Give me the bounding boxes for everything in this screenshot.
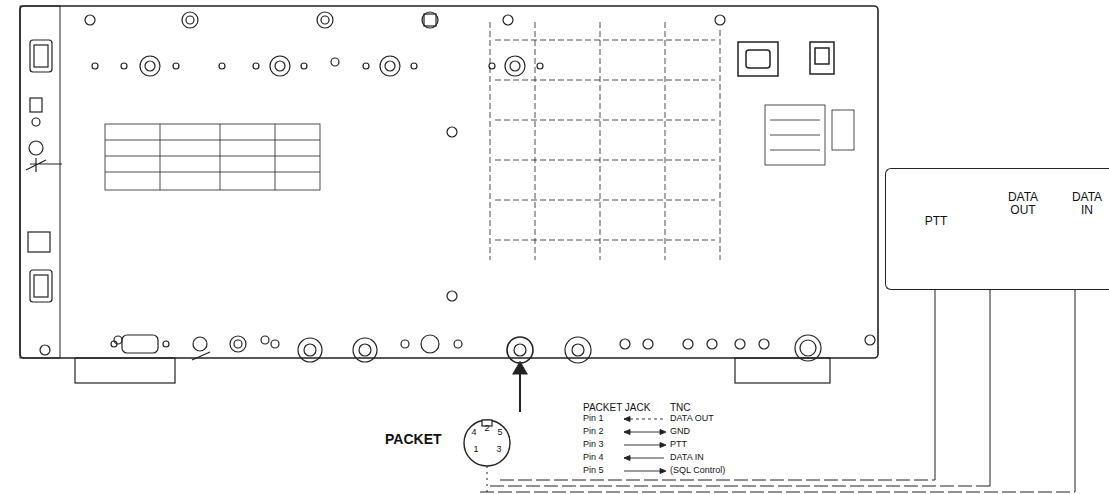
panel-outline — [20, 6, 878, 358]
left-connectors — [26, 40, 62, 302]
cables — [480, 259, 1083, 494]
jack-label: DATA OUT — [1001, 191, 1045, 217]
jack-label: DATA IN — [1067, 191, 1107, 217]
part-label: PACKET — [385, 432, 442, 447]
pin-number: 2 — [484, 424, 489, 434]
signal-name: (SQL Control) — [670, 466, 725, 476]
jack-label: PTT — [925, 215, 948, 228]
pin-number: 4 — [471, 428, 476, 438]
screws — [40, 15, 875, 355]
pointer-arrow — [513, 362, 527, 412]
bottom-connectors — [111, 335, 821, 363]
din-jack — [464, 420, 510, 466]
pin-name: Pin 3 — [583, 440, 604, 450]
foot — [735, 358, 830, 383]
signal-name: GND — [670, 427, 690, 437]
pin-name: Pin 5 — [583, 466, 604, 476]
tnc-box: PTT DATA OUT DATA IN — [885, 168, 1109, 290]
pin-name: Pin 1 — [583, 414, 604, 424]
signal-name: DATA IN — [670, 453, 704, 463]
signal-name: DATA OUT — [670, 414, 714, 424]
coax-connectors — [92, 12, 543, 76]
pin-number: 3 — [496, 445, 501, 455]
signal-name: PTT — [670, 440, 687, 450]
foot — [75, 358, 175, 383]
side-panel — [20, 6, 60, 358]
pin-name: Pin 4 — [583, 453, 604, 463]
pin-number: 1 — [473, 445, 478, 455]
pin-number: 5 — [497, 428, 502, 438]
label-tables — [105, 22, 854, 260]
table-heading: PACKET JACK — [583, 402, 650, 413]
power-inlet — [738, 42, 834, 76]
pin-arrows — [624, 417, 666, 474]
table-heading: TNC — [670, 402, 691, 413]
pin-name: Pin 2 — [583, 427, 604, 437]
